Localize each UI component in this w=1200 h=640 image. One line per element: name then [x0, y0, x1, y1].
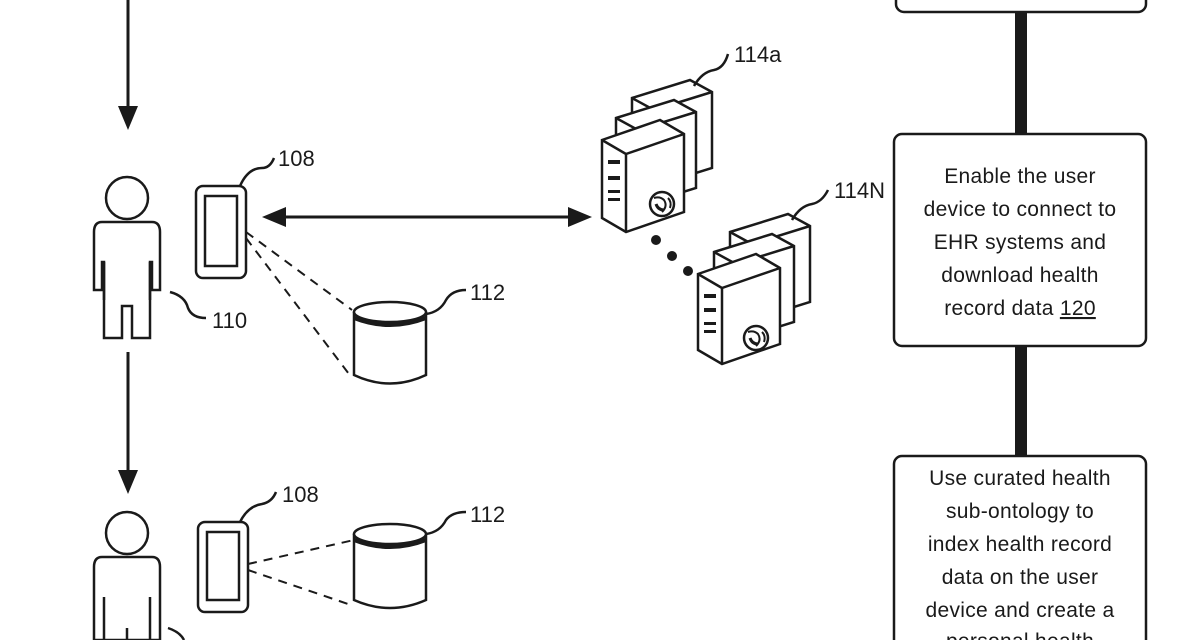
curated-line-1: Use curated health: [929, 467, 1111, 490]
enable-line-3: EHR systems and: [934, 231, 1107, 254]
step-box-enable-connection: Enable the user device to connect to EHR…: [892, 132, 1148, 348]
leader-108-bottom: [238, 491, 278, 523]
label-108-top: 108: [278, 146, 315, 171]
top-down-arrow: [118, 0, 138, 130]
leader-bottom-user: [167, 626, 186, 640]
label-108-bottom: 108: [282, 482, 319, 507]
leader-112-bottom: [425, 510, 467, 536]
middle-down-arrow: [118, 352, 138, 494]
server-front: [696, 252, 782, 366]
user-device-bottom: [196, 520, 250, 614]
enable-line-1: Enable the user: [944, 165, 1096, 188]
leader-114a: [692, 53, 730, 87]
enable-line-5: record data 120: [944, 297, 1096, 320]
leader-108-top: [238, 157, 276, 187]
curated-line-3: index health record: [928, 533, 1112, 556]
curated-line-2: sub-ontology to: [946, 500, 1094, 523]
label-112-bottom: 112: [470, 502, 505, 527]
label-114n: 114N: [834, 178, 885, 203]
curated-line-4: data on the user: [942, 566, 1099, 589]
enable-line-5-text: record data: [944, 297, 1060, 320]
bidirectional-connection-arrow: [262, 207, 592, 227]
enable-line-2: device to connect to: [924, 198, 1117, 221]
leader-110: [169, 290, 207, 320]
flow-connector-top: [1015, 10, 1027, 134]
device-to-database-dashed-bottom: [247, 539, 355, 607]
curated-line-6: personal health: [946, 630, 1094, 640]
ehr-server-cluster-n: [696, 212, 812, 366]
label-112-top: 112: [470, 280, 505, 305]
leader-114n: [790, 189, 830, 221]
flow-connector-middle: [1015, 346, 1027, 456]
label-114a: 114a: [734, 42, 782, 67]
server-front: [600, 118, 686, 234]
user-figure-top: [92, 175, 162, 340]
server-ellipsis-dots: [651, 235, 693, 276]
database-top: [352, 300, 428, 385]
user-device-top: [194, 184, 248, 280]
database-bottom: [352, 522, 428, 610]
label-110: 110: [212, 308, 247, 333]
previous-step-box: [894, 0, 1148, 14]
step-ref-120: 120: [1060, 297, 1096, 320]
leader-112-top: [425, 288, 467, 316]
enable-line-4: download health: [941, 264, 1098, 287]
step-box-curated-ontology: Use curated health sub-ontology to index…: [892, 454, 1148, 640]
curated-line-5: device and create a: [926, 599, 1115, 622]
device-to-database-dashed-top: [245, 231, 353, 379]
ehr-server-cluster-a: [600, 78, 714, 234]
user-figure-bottom: [92, 510, 162, 640]
